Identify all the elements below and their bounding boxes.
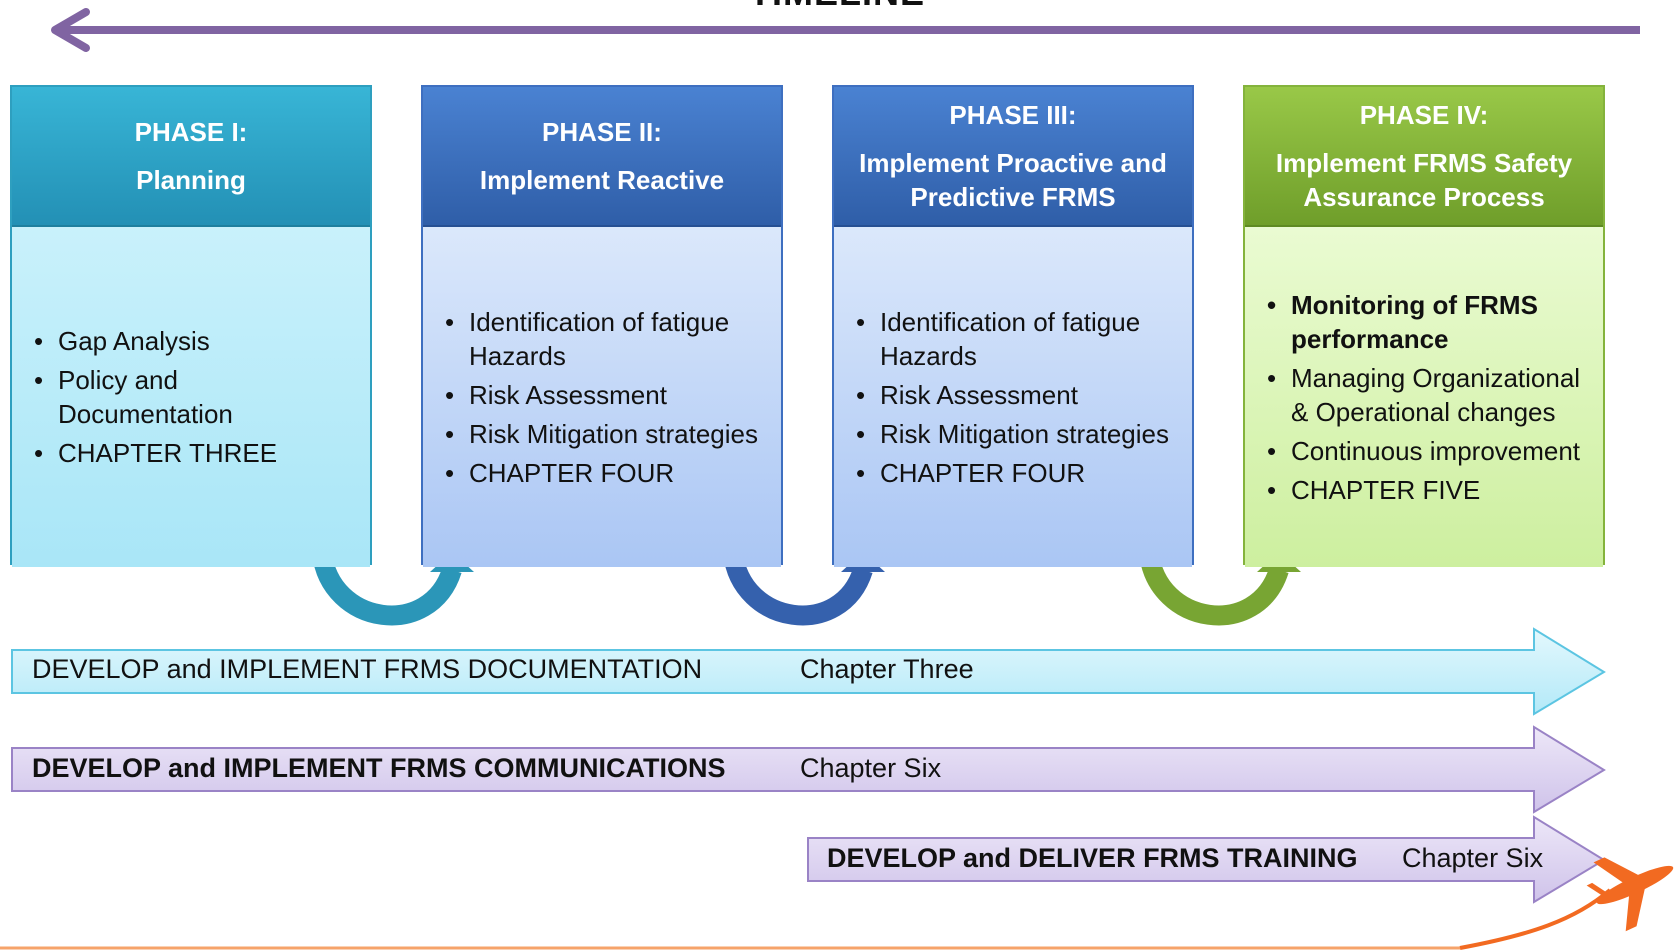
list-item: Continuous improvement <box>1267 434 1589 468</box>
list-item: Risk Assessment <box>856 378 1178 412</box>
list-item: Gap Analysis <box>34 324 356 358</box>
phase-3-list: Identification of fatigue Hazards Risk A… <box>856 300 1178 495</box>
phase-4-subheading: Implement FRMS Safety Assurance Process <box>1275 148 1573 212</box>
phase-1-body: Gap Analysis Policy and Documentation CH… <box>12 227 370 567</box>
phase-3-subheading: Implement Proactive and Predictive FRMS <box>859 148 1167 212</box>
phase-1-heading: PHASE I: <box>134 117 248 147</box>
list-item: Risk Assessment <box>445 378 767 412</box>
list-item: Risk Mitigation strategies <box>445 417 767 451</box>
documentation-bar-label: DEVELOP and IMPLEMENT FRMS DOCUMENTATION <box>32 654 703 684</box>
phase-3-card: PHASE III: Implement Proactive and Predi… <box>832 85 1194 567</box>
timeline-title: TIMELINE <box>0 0 1674 14</box>
phase-2-card: PHASE II: Implement Reactive Identificat… <box>421 85 783 567</box>
communications-bar-chapter: Chapter Six <box>800 753 942 783</box>
documentation-bar-arrow <box>11 627 1606 716</box>
communications-bar-label: DEVELOP and IMPLEMENT FRMS COMMUNICATION… <box>32 753 726 783</box>
phase-1-header: PHASE I: Planning <box>12 87 370 227</box>
list-item: CHAPTER FOUR <box>856 456 1178 490</box>
training-bar-label: DEVELOP and DELIVER FRMS TRAINING <box>827 843 1358 873</box>
phase-1-subheading: Planning <box>136 165 246 195</box>
documentation-bar-chapter: Chapter Three <box>800 654 974 684</box>
list-item: CHAPTER FIVE <box>1267 473 1589 507</box>
phase-2-header: PHASE II: Implement Reactive <box>423 87 781 227</box>
phase-3-body: Identification of fatigue Hazards Risk A… <box>834 227 1192 567</box>
list-item: Identification of fatigue Hazards <box>445 305 767 373</box>
list-item: Monitoring of FRMS performance <box>1267 288 1589 356</box>
phase-4-body: Monitoring of FRMS performance Managing … <box>1245 227 1603 567</box>
phase-4-heading: PHASE IV: <box>1359 100 1489 130</box>
airplane-icon <box>1459 857 1674 950</box>
phase-2-list: Identification of fatigue Hazards Risk A… <box>445 300 767 495</box>
phase-4-card: PHASE IV: Implement FRMS Safety Assuranc… <box>1243 85 1605 567</box>
phase-4-header: PHASE IV: Implement FRMS Safety Assuranc… <box>1245 87 1603 227</box>
phase-2-heading: PHASE II: <box>542 117 662 147</box>
phase-3-heading: PHASE III: <box>949 100 1077 130</box>
training-bar-arrow <box>807 815 1606 904</box>
list-item: CHAPTER FOUR <box>445 456 767 490</box>
phase-1-list: Gap Analysis Policy and Documentation CH… <box>34 319 356 475</box>
phase-4-list: Monitoring of FRMS performance Managing … <box>1267 283 1589 512</box>
list-item: Managing Organizational & Operational ch… <box>1267 361 1589 429</box>
phase-2-subheading: Implement Reactive <box>479 165 725 195</box>
phase-2-body: Identification of fatigue Hazards Risk A… <box>423 227 781 567</box>
communications-bar-arrow <box>11 725 1606 814</box>
phase-3-header: PHASE III: Implement Proactive and Predi… <box>834 87 1192 227</box>
list-item: Risk Mitigation strategies <box>856 417 1178 451</box>
list-item: Identification of fatigue Hazards <box>856 305 1178 373</box>
timeline-arrow-icon <box>51 8 1640 52</box>
list-item: Policy and Documentation <box>34 363 356 431</box>
phase-1-card: PHASE I: Planning Gap Analysis Policy an… <box>10 85 372 567</box>
list-item: CHAPTER THREE <box>34 436 356 470</box>
training-bar-chapter: Chapter Six <box>1402 843 1544 873</box>
